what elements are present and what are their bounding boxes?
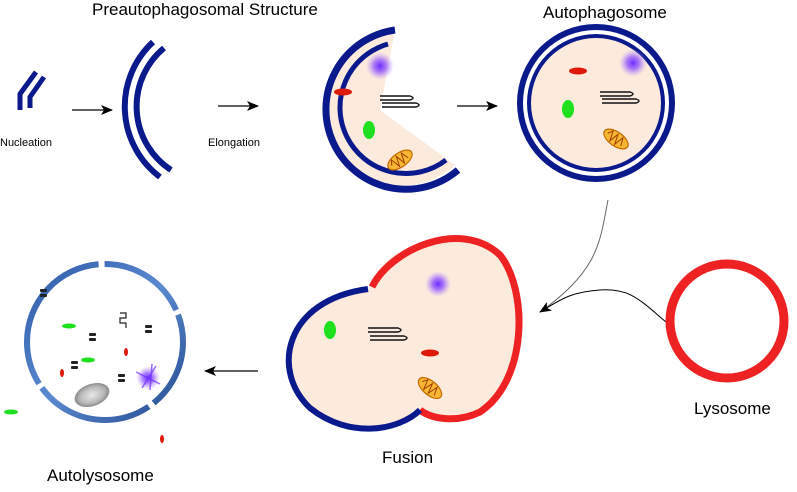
fusion-arrows [539, 199, 667, 323]
title-preautophagosomal-structure: Preautophagosomal Structure [92, 0, 318, 19]
autolysosome [4, 261, 186, 443]
phagophore-arc [121, 39, 173, 180]
nucleation-membrane [17, 70, 47, 110]
label-nucleation: Nucleation [0, 137, 52, 149]
label-elongation: Elongation [208, 137, 260, 149]
label-autolysosome: Autolysosome [47, 466, 154, 485]
label-fusion: Fusion [382, 448, 434, 467]
label-autophagosome: Autophagosome [543, 3, 667, 22]
preautophagosome [322, 26, 461, 193]
label-lysosome: Lysosome [694, 399, 771, 418]
lysosome [665, 259, 789, 383]
fusion-body [285, 235, 523, 432]
purple-debris [135, 363, 161, 391]
autophagosome [517, 24, 675, 182]
